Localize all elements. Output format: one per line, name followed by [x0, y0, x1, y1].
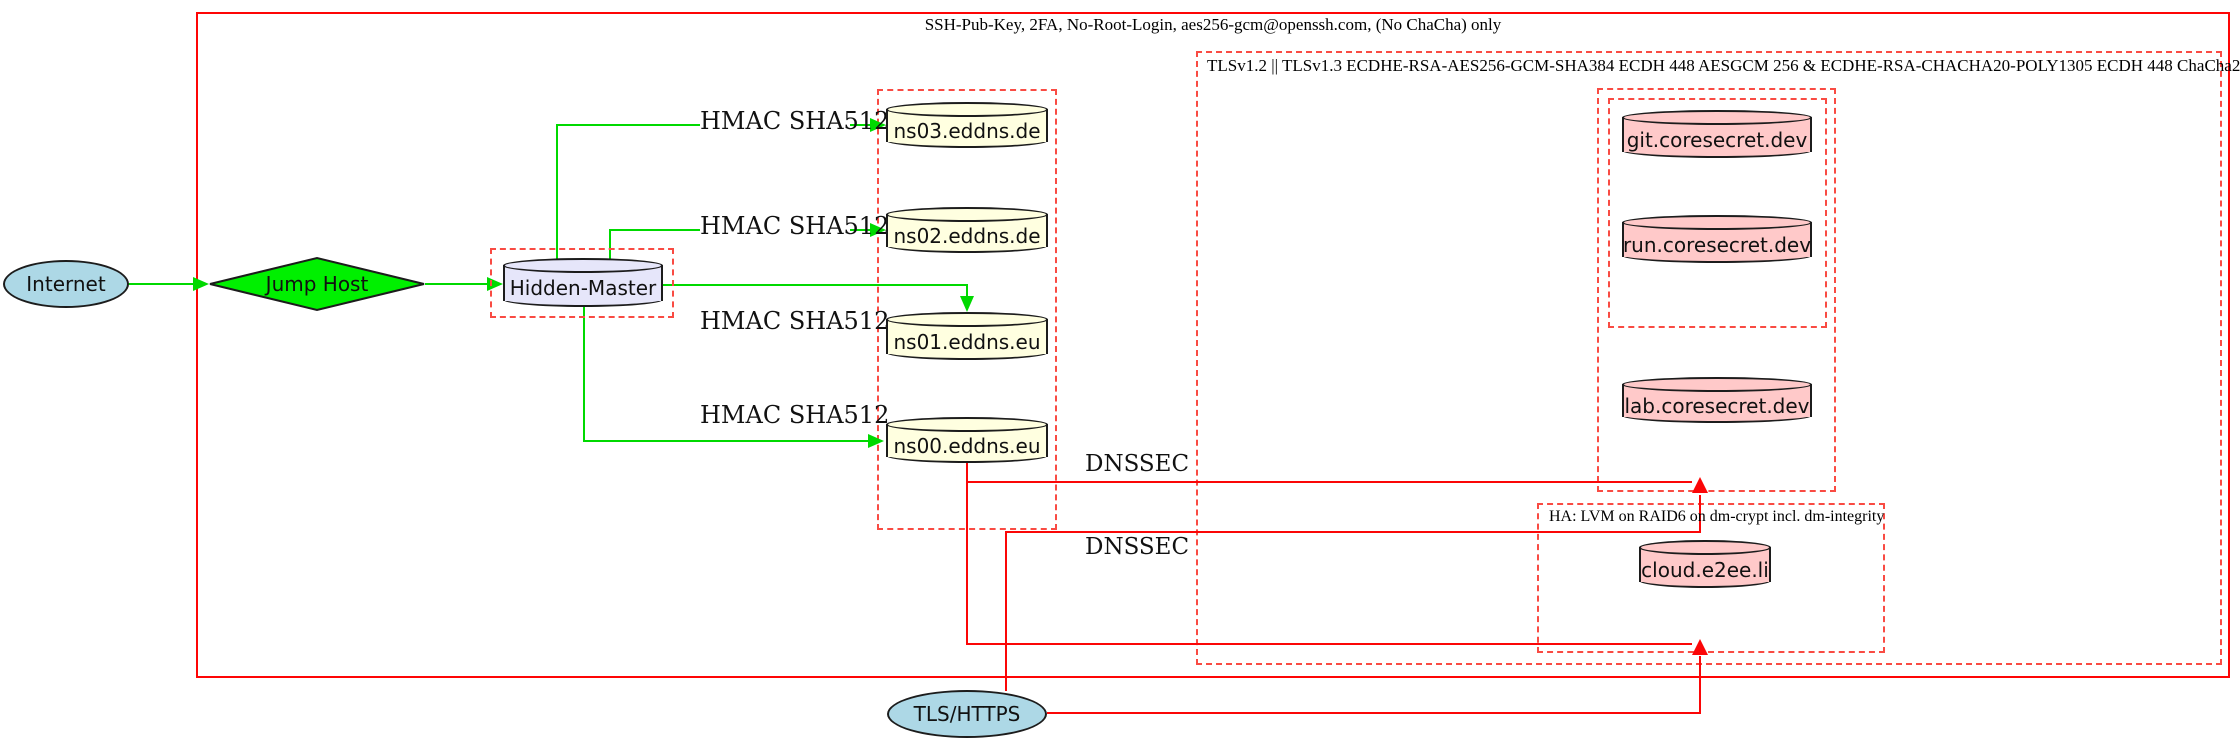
cluster-coresecret-inner-box: [1608, 98, 1827, 328]
node-ns03-label: ns03.eddns.de: [893, 118, 1041, 143]
edge-jumphost-hiddenmaster: [425, 283, 489, 285]
green-arrowhead-icon: [870, 118, 886, 132]
node-hidden-master: Hidden-Master: [503, 258, 663, 307]
edge-hm-ns02-riser: [609, 230, 611, 260]
node-cloud: cloud.e2ee.li: [1639, 540, 1771, 588]
edge-ns-coresecret: [966, 481, 1692, 483]
red-arrowhead-up-icon: [1692, 639, 1708, 655]
node-ns00-label: ns00.eddns.eu: [893, 433, 1041, 458]
node-lab-label: lab.coresecret.dev: [1624, 393, 1810, 418]
edge-hm-ns01-drop: [966, 285, 968, 298]
node-ns01-label: ns01.eddns.eu: [893, 329, 1041, 354]
node-internet-label: Internet: [26, 272, 106, 296]
node-git-label: git.coresecret.dev: [1626, 127, 1808, 152]
edge-tlshttps-ha: [1047, 712, 1701, 714]
node-internet: Internet: [3, 260, 129, 308]
green-arrowhead-down-icon: [960, 296, 974, 312]
edge-hm-ns00: [583, 440, 870, 442]
edge-internet-jumphost: [128, 283, 198, 285]
edge-hm-ns00-drop: [583, 307, 585, 441]
cluster-coresecret-outer-box: [1597, 88, 1836, 492]
hidden-master-frame: [490, 248, 674, 318]
cluster-ha-box: [1537, 503, 1885, 653]
node-tls-https: TLS/HTTPS: [887, 690, 1047, 738]
node-jump-host-shape: Jump Host: [209, 256, 425, 312]
node-lab: lab.coresecret.dev: [1622, 377, 1812, 423]
edge-label-hmac-ns02: HMAC SHA512: [700, 212, 890, 240]
node-tls-https-label: TLS/HTTPS: [913, 702, 1021, 726]
node-ns02: ns02.eddns.de: [886, 207, 1048, 253]
edge-label-hmac-ns00: HMAC SHA512: [700, 401, 890, 429]
red-arrowhead-up-icon: [1692, 477, 1708, 493]
cluster-ssh-label: SSH-Pub-Key, 2FA, No-Root-Login, aes256-…: [924, 15, 1502, 34]
edge-ns-ha: [966, 643, 1692, 645]
node-ns02-label: ns02.eddns.de: [893, 223, 1041, 248]
edge-label-hmac-ns01: HMAC SHA512: [700, 307, 890, 335]
edge-hm-ns01: [663, 284, 968, 286]
node-run-label: run.coresecret.dev: [1622, 232, 1812, 257]
green-arrowhead-icon: [868, 434, 884, 448]
edge-label-dnssec-2: DNSSEC: [1085, 534, 1190, 560]
node-jump-host-label: Jump Host: [264, 272, 369, 296]
node-run: run.coresecret.dev: [1622, 215, 1812, 263]
node-hidden-master-label: Hidden-Master: [509, 276, 657, 300]
cluster-tls-box: [1196, 51, 2222, 665]
cluster-ha-label: HA: LVM on RAID6 on dm-crypt incl. dm-in…: [1549, 508, 1885, 525]
node-ns03: ns03.eddns.de: [886, 102, 1048, 148]
node-ns00: ns00.eddns.eu: [886, 417, 1048, 463]
cluster-tls-label: TLSv1.2 || TLSv1.3 ECDHE-RSA-AES256-GCM-…: [1207, 56, 2240, 75]
edge-hm-ns03-riser: [556, 125, 558, 260]
edge-tlshttps-ha-riser: [1699, 656, 1701, 713]
edge-label-dnssec-1: DNSSEC: [1085, 451, 1190, 477]
node-cloud-label: cloud.e2ee.li: [1641, 557, 1769, 582]
node-git: git.coresecret.dev: [1622, 110, 1812, 158]
green-arrowhead-icon: [870, 223, 886, 237]
edge-ns-dnssec-drop: [966, 463, 968, 644]
green-arrowhead-icon: [193, 277, 209, 291]
edge-tlshttps-coresecret: [1005, 531, 1701, 533]
node-ns01: ns01.eddns.eu: [886, 312, 1048, 360]
edge-tlshttps-riser: [1005, 533, 1007, 691]
edge-tlshttps-coresecret-riser: [1699, 495, 1701, 533]
edge-label-hmac-ns03: HMAC SHA512: [700, 107, 890, 135]
cluster-ssh-box: [196, 12, 2230, 678]
